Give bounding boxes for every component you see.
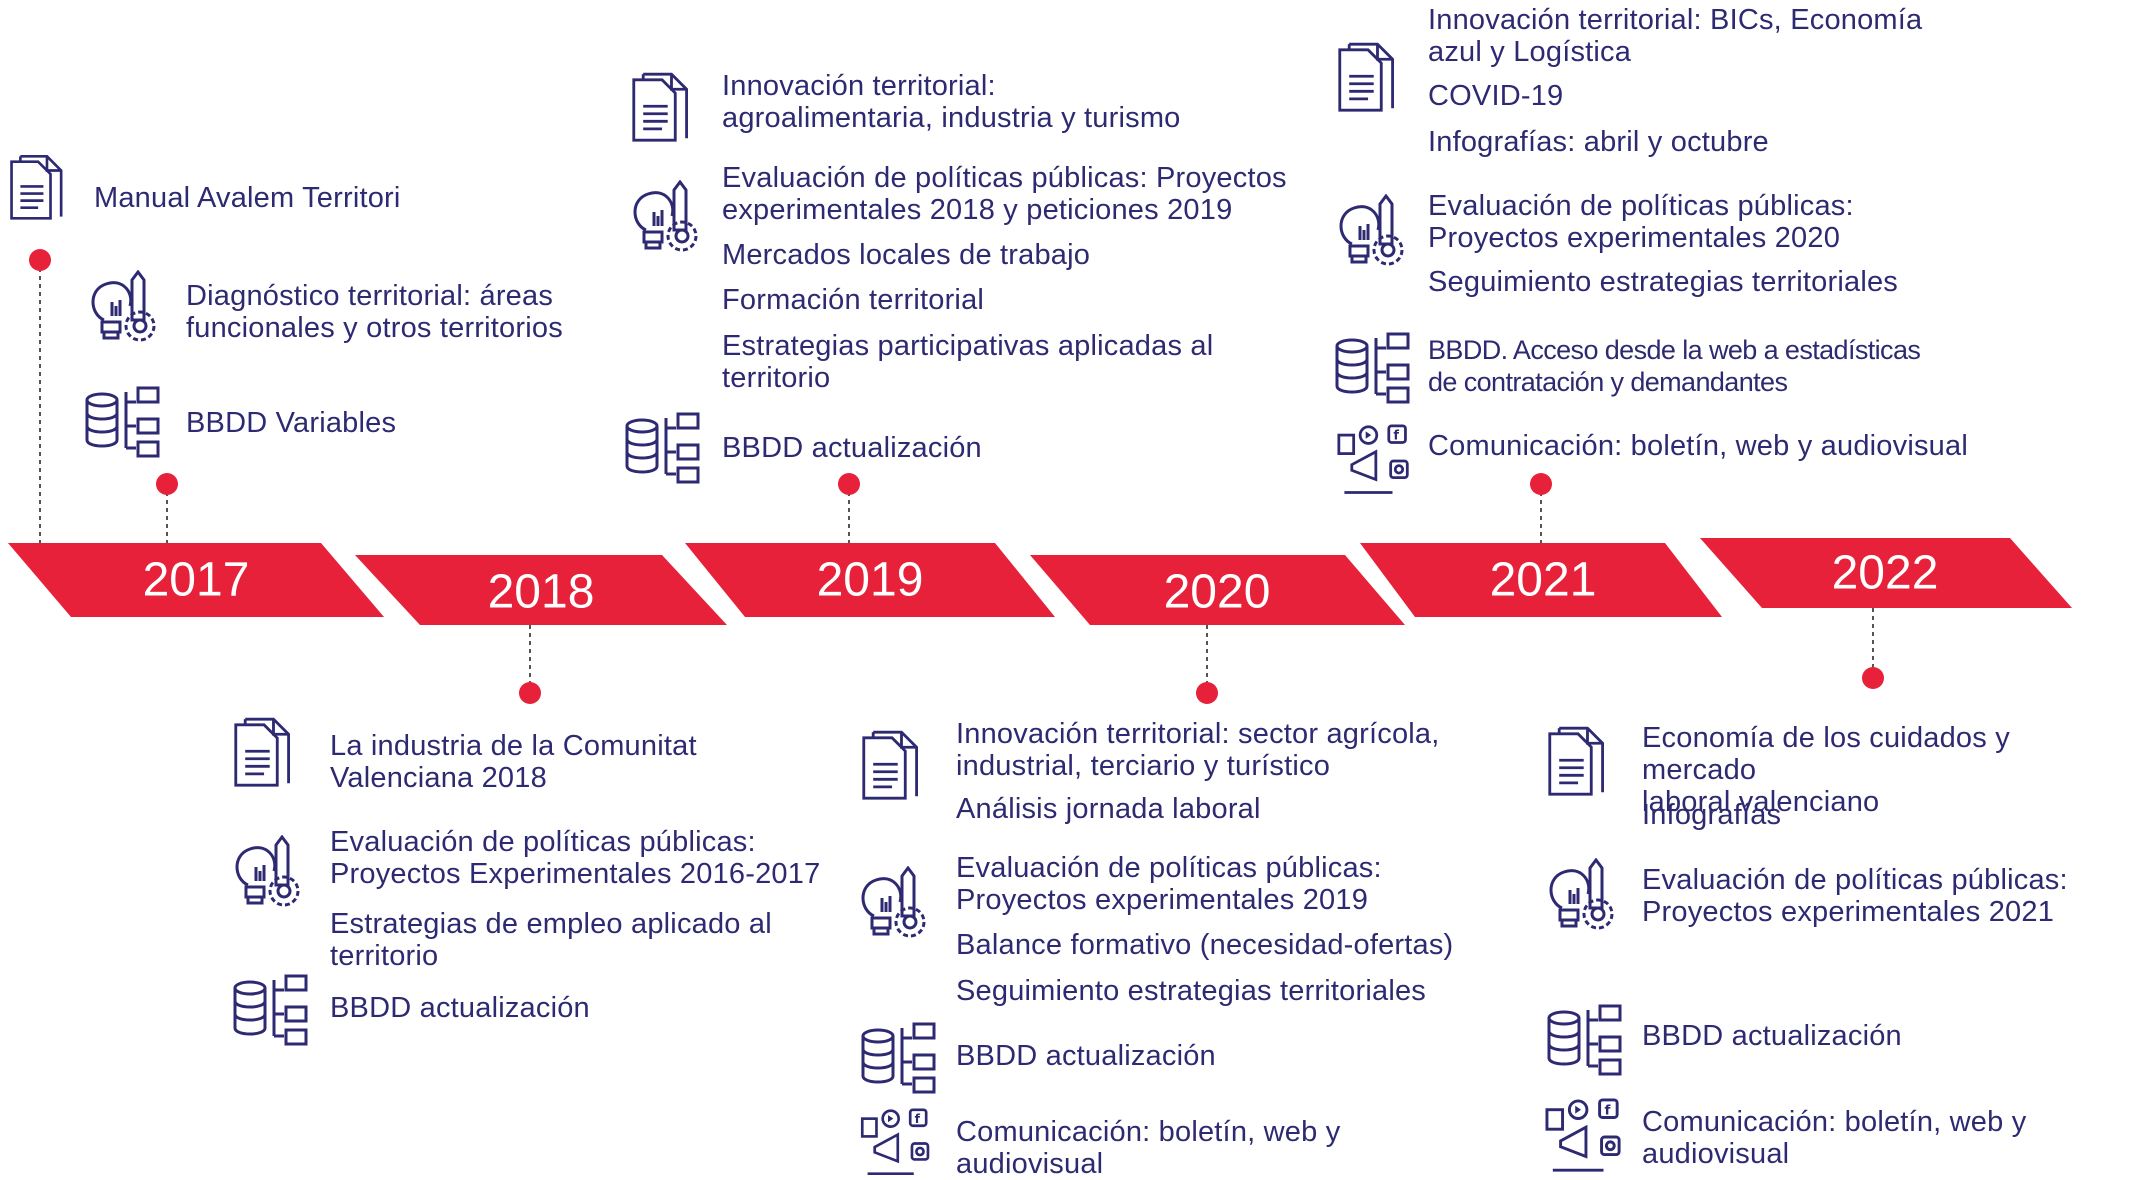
item-2022-db: BBDD actualización [1642, 1020, 1902, 1052]
item-2019-eval2: Mercados locales de trabajo [722, 239, 1091, 271]
item-2021-eval1: Evaluación de políticas públicas: Proyec… [1428, 190, 1854, 254]
idea-evaluation-icon [226, 835, 306, 915]
item-2022-eval: Evaluación de políticas públicas: Proyec… [1642, 864, 2068, 928]
idea-evaluation-icon [1330, 194, 1410, 274]
item-2020-eval2: Balance formativo (necesidad-ofertas) [956, 929, 1454, 961]
timeline-dot [29, 249, 51, 271]
year-label-2019: 2019 [817, 554, 924, 607]
year-label-2021: 2021 [1490, 554, 1597, 607]
document-icon [232, 715, 298, 795]
item-2017-doc: Manual Avalem Territori [94, 182, 401, 214]
document-icon [860, 728, 926, 808]
item-2022-comm: Comunicación: boletín, web y audiovisual [1642, 1106, 2027, 1170]
item-2022-doc1: Economía de los cuidados y mercado labor… [1642, 722, 2010, 818]
year-band-2019 [685, 543, 1055, 617]
year-label-2017: 2017 [143, 554, 250, 607]
timeline-dot [519, 682, 541, 704]
item-2019-doc: Innovación territorial: agroalimentaria,… [722, 70, 1181, 134]
timeline-dot [156, 473, 178, 495]
year-band-2021 [1360, 543, 1722, 617]
year-band-2022 [1700, 538, 2072, 608]
document-icon [630, 70, 696, 150]
item-2021-comm: Comunicación: boletín, web y audiovisual [1428, 430, 1968, 462]
idea-evaluation-icon [852, 866, 932, 946]
database-icon [1334, 328, 1414, 408]
idea-evaluation-icon [82, 270, 162, 350]
database-icon [232, 970, 312, 1050]
communication-icon [1334, 424, 1414, 498]
communication-icon [1544, 1098, 1624, 1176]
year-bands: 2017 2018 2019 2020 2021 2022 [8, 538, 2072, 625]
item-2019-eval1: Evaluación de políticas públicas: Proyec… [722, 162, 1287, 226]
year-band-2017 [8, 543, 384, 617]
item-2017-db: BBDD Variables [186, 407, 397, 439]
document-icon [1546, 724, 1612, 804]
item-2019-eval3: Formación territorial [722, 284, 985, 316]
year-label-2022: 2022 [1832, 547, 1939, 600]
database-icon [624, 408, 704, 488]
database-icon [84, 382, 164, 462]
idea-evaluation-icon [624, 180, 704, 260]
item-2020-eval1: Evaluación de políticas públicas: Proyec… [956, 852, 1382, 916]
item-2019-db: BBDD actualización [722, 432, 982, 464]
communication-icon [856, 1108, 936, 1179]
database-icon [860, 1018, 940, 1098]
year-label-2020: 2020 [1164, 566, 1271, 619]
item-2020-db: BBDD actualización [956, 1040, 1216, 1072]
item-2021-db: BBDD. Acceso desde la web a estadísticas… [1428, 335, 1921, 397]
item-2019-eval4: Estrategias participativas aplicadas al … [722, 330, 1214, 394]
timeline-dot [1196, 682, 1218, 704]
year-band-2018 [355, 555, 727, 625]
item-2018-db: BBDD actualización [330, 992, 590, 1024]
item-2018-eval2: Estrategias de empleo aplicado al territ… [330, 908, 772, 972]
timeline-dot [1530, 473, 1552, 495]
item-2021-doc2: COVID-19 [1428, 80, 1564, 112]
database-icon [1546, 1000, 1626, 1080]
year-band-2020 [1030, 555, 1405, 625]
timeline-dot [838, 473, 860, 495]
item-2018-doc: La industria de la Comunitat Valenciana … [330, 730, 697, 794]
connectors [29, 249, 1884, 704]
item-2020-comm: Comunicación: boletín, web y audiovisual [956, 1116, 1341, 1180]
document-icon [1336, 40, 1402, 120]
item-2017-eval: Diagnóstico territorial: áreas funcional… [186, 280, 563, 344]
item-2022-doc2: Infografías [1642, 799, 1782, 831]
item-2018-eval1: Evaluación de políticas públicas: Proyec… [330, 826, 821, 890]
item-2021-doc3: Infografías: abril y octubre [1428, 126, 1769, 158]
document-icon [8, 150, 70, 230]
item-2020-doc2: Análisis jornada laboral [956, 793, 1261, 825]
timeline-dot [1862, 667, 1884, 689]
item-2021-doc1: Innovación territorial: BICs, Economía a… [1428, 4, 1923, 68]
item-2020-eval3: Seguimiento estrategias territoriales [956, 975, 1427, 1007]
idea-evaluation-icon [1540, 858, 1620, 938]
item-2020-doc1: Innovación territorial: sector agrícola,… [956, 718, 1440, 782]
year-label-2018: 2018 [488, 566, 595, 619]
item-2021-eval2: Seguimiento estrategias territoriales [1428, 266, 1899, 298]
